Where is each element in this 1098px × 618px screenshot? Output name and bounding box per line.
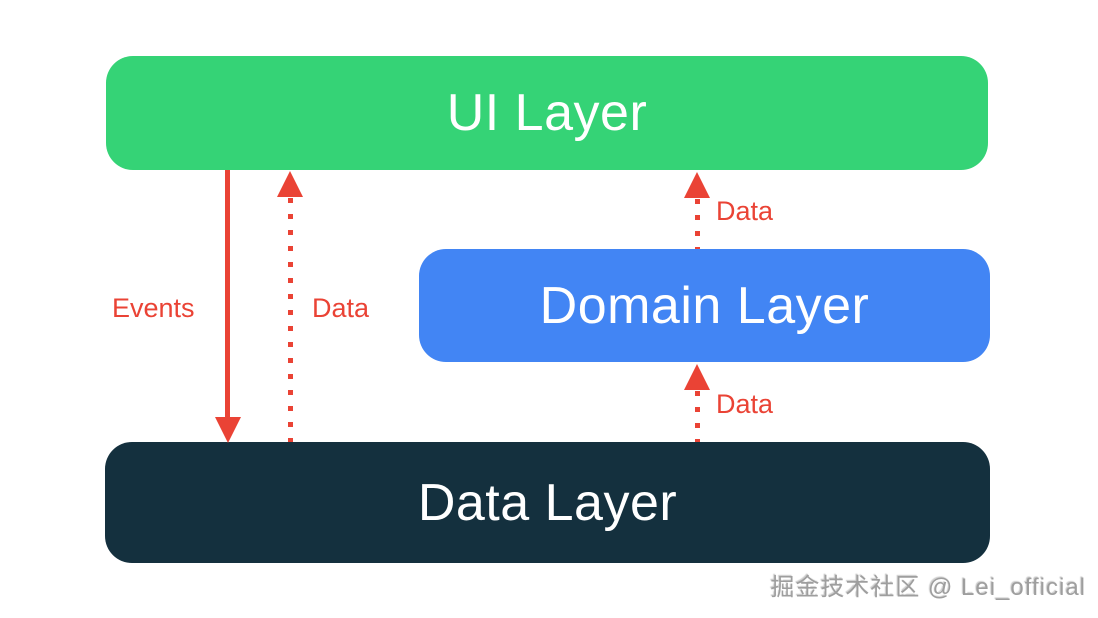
events-arrow-label: Events	[112, 293, 195, 323]
ui-layer-box: UI Layer	[106, 56, 988, 170]
arrow-head-down-icon	[215, 417, 241, 443]
domain-to-ui-arrow-shaft	[695, 199, 700, 249]
events-arrow-shaft	[225, 170, 230, 418]
data-layer-box: Data Layer	[105, 442, 990, 563]
domain-layer-label: Domain Layer	[539, 276, 870, 335]
domain-layer-box: Domain Layer	[419, 249, 990, 362]
data-to-domain-arrow-shaft	[695, 391, 700, 442]
watermark-text: 掘金技术社区 @ Lei_official	[770, 574, 1086, 601]
arrow-head-up-icon	[684, 364, 710, 390]
domain-to-ui-arrow-label: Data	[716, 196, 774, 226]
data-to-ui-arrow-shaft	[288, 198, 293, 442]
data-to-domain-arrow-label: Data	[716, 389, 774, 419]
arrow-head-up-icon	[684, 172, 710, 198]
ui-layer-label: UI Layer	[446, 84, 648, 142]
arrow-head-up-icon	[277, 171, 303, 197]
data-layer-label: Data Layer	[417, 473, 678, 532]
data-to-ui-arrow-label: Data	[312, 293, 370, 323]
